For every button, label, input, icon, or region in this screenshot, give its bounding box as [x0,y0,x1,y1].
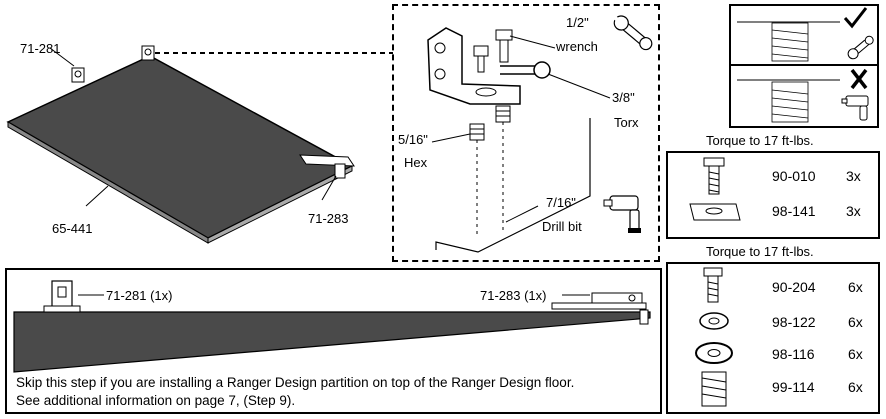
right-bracket-71-283 [551,292,649,325]
callout-71-281: 71-281 (1x) [106,288,173,303]
torque-note-2: Torque to 17 ft-lbs. [706,244,814,259]
part-qty: 6x [848,314,863,330]
torque-incorrect-box [729,64,879,128]
label-71-281: 71-281 [20,41,61,56]
note-line-2: See additional information on page 7, (S… [16,393,296,408]
label-65-441: 65-441 [52,221,93,236]
label-71-283: 71-283 [308,211,349,226]
bolt-90-010-icon [703,157,725,195]
plate-98-141-icon [689,203,741,221]
drill-size: 7/16" [546,195,576,210]
hex-label: Hex [404,155,428,170]
drill-label: Drill bit [542,219,582,234]
check-icon [843,7,868,29]
insert-99-114-icon [701,371,727,407]
right-bracket [299,154,355,179]
wrench-label: wrench [556,39,598,54]
wrench-size: 1/2" [566,15,589,30]
part-qty: 6x [848,346,863,362]
screw-overdriven [771,81,809,123]
torx-size: 3/8" [612,90,635,105]
torx-label: Torx [614,115,639,130]
part-number: 98-141 [772,203,816,219]
part-number: 98-122 [772,314,816,330]
torque-note-1: Torque to 17 ft-lbs. [706,133,814,148]
part-qty: 6x [848,379,863,395]
detail-bracket [427,27,521,105]
washer-98-116-icon [695,342,733,364]
drill-icon [841,95,869,121]
hardware-box-2 [666,262,880,414]
part-qty: 3x [846,203,861,219]
bolt-90-204-icon [703,267,723,303]
top-bracket [141,45,155,61]
part-qty: 6x [848,279,863,295]
part-qty: 3x [846,168,861,184]
callout-71-283: 71-283 (1x) [480,288,547,303]
screw-flush [771,22,809,62]
note-line-1: Skip this step if you are installing a R… [16,375,575,390]
drill-icon [603,195,641,233]
detail-box [392,4,660,262]
wrench-icon [613,15,653,51]
washer-98-122-icon [699,312,729,330]
bottom-box [5,268,662,414]
x-icon [850,68,868,90]
part-number: 98-116 [772,346,815,362]
hex-nut-right [495,105,511,123]
left-bracket-71-281 [43,280,81,313]
floor-side-view [13,311,651,373]
hex-size: 5/16" [398,132,428,147]
part-number: 90-204 [772,279,816,295]
wrench-icon [847,35,874,60]
part-number: 99-114 [772,379,815,395]
hardware-box-1 [666,151,880,239]
left-bracket [71,67,85,83]
part-number: 90-010 [772,168,816,184]
